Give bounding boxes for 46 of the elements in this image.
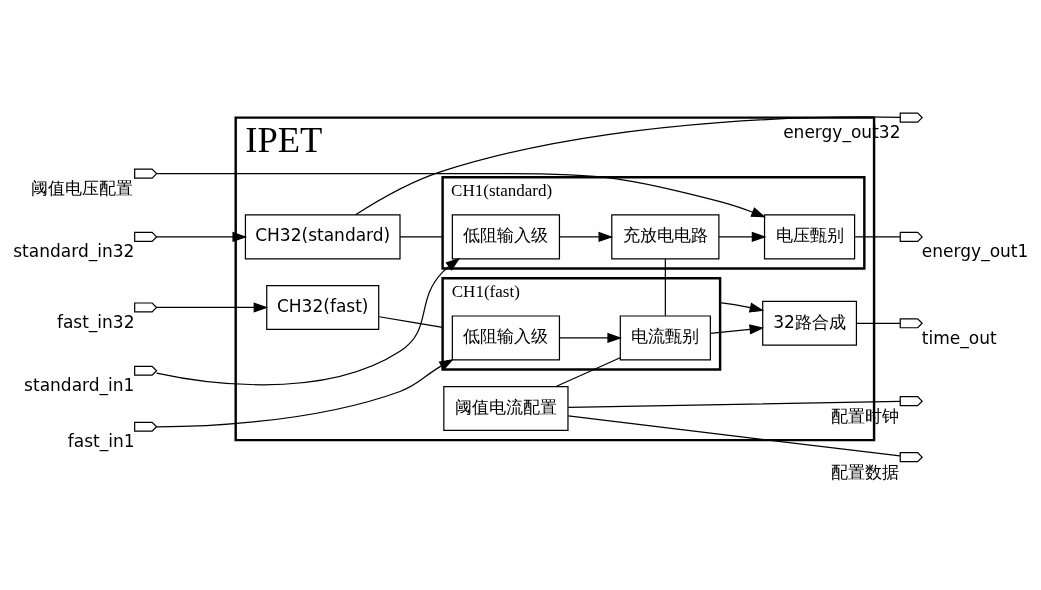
node-label: standard_in1 (24, 375, 135, 396)
node-label: fast_in1 (67, 431, 135, 452)
node-label: 阈值电压配置 (31, 177, 134, 198)
arrow (559, 231, 614, 242)
node-box: 电压甄别 (763, 214, 856, 260)
connector (664, 258, 666, 317)
node-box: CH32(standard) (244, 214, 401, 260)
connector (399, 236, 444, 238)
node-port (134, 231, 158, 242)
node-label: 配置数据 (830, 461, 899, 482)
node-box: 阈值电流配置 (443, 385, 569, 431)
node-box: CH32(fast) (266, 284, 380, 330)
node-box: 低阻输入级 (451, 315, 561, 361)
node-label: fast_in32 (56, 311, 135, 332)
node-box: 电流甄别 (619, 315, 711, 361)
arrow (156, 257, 461, 386)
node-box: 32路合成 (762, 300, 858, 346)
node-box: 充放电电路 (611, 214, 720, 260)
node-port (134, 421, 158, 432)
arrow (719, 302, 765, 313)
node-port (899, 318, 923, 329)
node-port (899, 231, 923, 242)
node-port (134, 302, 158, 313)
node-port (899, 112, 923, 123)
node-box: 低阻输入级 (451, 214, 561, 260)
arrow (156, 358, 454, 428)
node-label: standard_in32 (13, 241, 135, 262)
arrow (156, 173, 766, 218)
connector (567, 415, 901, 457)
arrow (718, 231, 767, 242)
arrow (156, 302, 269, 313)
connector (856, 322, 901, 324)
connector (567, 400, 901, 408)
connector (378, 316, 444, 329)
connector (854, 236, 901, 238)
arrow (156, 231, 248, 242)
node-port (899, 452, 923, 463)
connector (555, 357, 621, 388)
node-port (134, 365, 158, 376)
node-label: energy_out1 (921, 241, 1029, 262)
node-port (899, 396, 923, 407)
node-port (134, 168, 158, 179)
node-label: time_out (921, 327, 997, 348)
arrow (710, 324, 765, 335)
arrow (559, 332, 622, 343)
connector (355, 116, 901, 216)
